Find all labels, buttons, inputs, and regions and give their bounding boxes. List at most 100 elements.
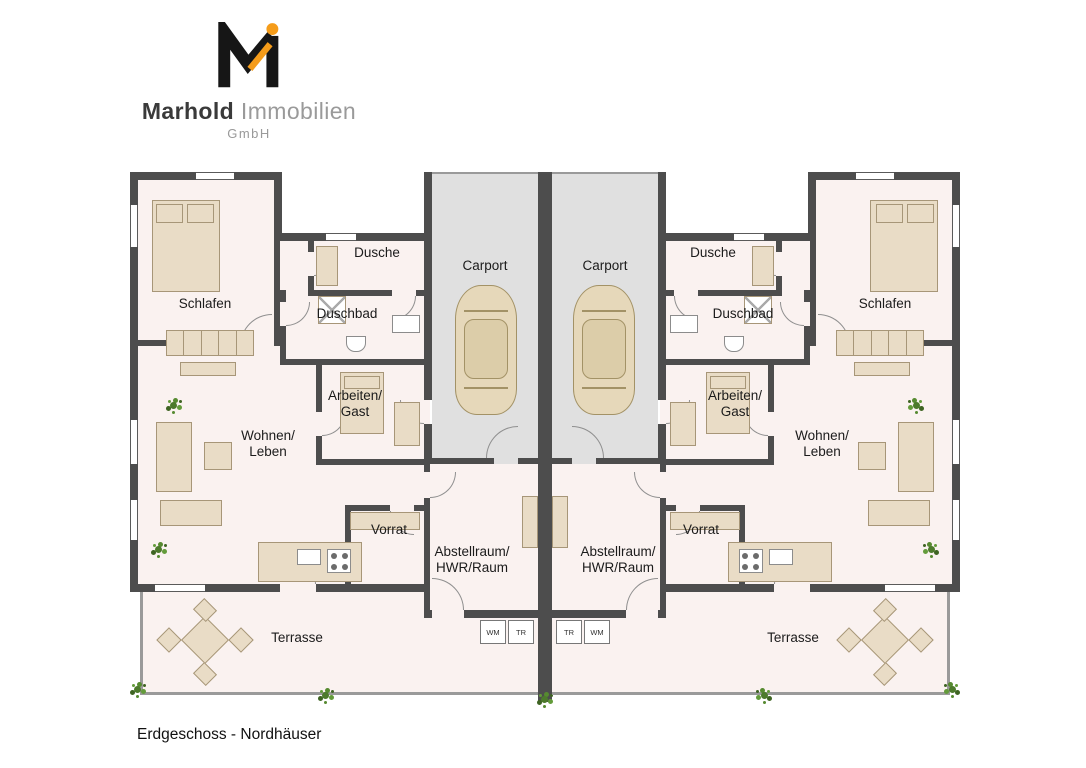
washing-machine: WM (480, 620, 506, 644)
wall (308, 276, 314, 290)
window (130, 500, 138, 540)
wall (660, 584, 774, 592)
pillow (187, 204, 214, 223)
window (952, 205, 960, 247)
window (155, 584, 205, 592)
wall (280, 290, 286, 302)
window (130, 420, 138, 464)
wall (552, 458, 572, 464)
unit-left: WM TR Schlafen Dusche Duschbad Carport A… (130, 172, 545, 700)
unit-right: WM TR Schlafen Dusche Duschbad Carport A… (545, 172, 960, 700)
stove (327, 549, 351, 573)
wall (414, 505, 424, 511)
plant-icon (761, 692, 768, 699)
window (856, 172, 894, 180)
wall (518, 458, 538, 464)
wall (658, 610, 666, 618)
wall (316, 459, 424, 465)
toilet (724, 336, 744, 352)
label-carport: Carport (462, 258, 508, 273)
label-line: HWR/Raum (581, 560, 654, 576)
carport-open-edge (432, 172, 538, 174)
wall (130, 584, 280, 592)
label-dusche: Dusche (354, 245, 400, 260)
wall (280, 326, 286, 365)
car-trunk-line (464, 387, 508, 389)
utility-cabinet (552, 496, 568, 548)
wall (316, 584, 430, 592)
label-duschbad: Duschbad (712, 306, 774, 321)
plant-icon (155, 546, 162, 553)
wall (424, 610, 432, 618)
pillow (876, 204, 903, 223)
label-line: Abstellraum/ (580, 544, 656, 559)
desk (394, 402, 420, 446)
label-line: Gast (720, 404, 750, 420)
wall (274, 241, 280, 346)
stove (739, 549, 763, 573)
label-terrasse: Terrasse (271, 630, 323, 645)
wall (424, 498, 430, 618)
sink (297, 549, 321, 565)
wall (666, 505, 676, 511)
carport-open-edge (552, 172, 658, 174)
wall (776, 276, 782, 290)
label-line: HWR/Raum (435, 560, 508, 576)
wall (424, 424, 432, 464)
terrace-border (947, 592, 950, 695)
pillow (156, 204, 183, 223)
utility-cabinet (522, 496, 538, 548)
wardrobe (166, 330, 254, 356)
label-line: Gast (340, 404, 370, 420)
wall (666, 359, 810, 365)
sofa (160, 500, 222, 526)
wall (552, 610, 626, 618)
label-arbeiten-gast: Arbeiten/ Gast (675, 388, 795, 421)
dryer: TR (556, 620, 582, 644)
washing-machine: WM (584, 620, 610, 644)
wall (810, 241, 816, 346)
wall (808, 172, 816, 241)
wall (130, 172, 138, 592)
car-trunk-line (582, 387, 626, 389)
wall (776, 241, 782, 252)
terrace-border (140, 692, 538, 695)
label-line: Abstellraum/ (434, 544, 510, 559)
label-duschbad: Duschbad (316, 306, 378, 321)
brand-bold: Marhold (141, 98, 235, 124)
window (952, 500, 960, 540)
party-wall-upper (538, 172, 552, 464)
plant-icon (541, 696, 548, 703)
label-dusche: Dusche (690, 245, 736, 260)
brand-name: Marhold Immobilien (138, 98, 360, 125)
stove-burners-icon (331, 553, 337, 559)
window (734, 233, 764, 241)
terrace-border (552, 692, 950, 695)
label-line: Wohnen/ (241, 428, 295, 443)
label-wohnen-leben: Wohnen/ Leben (762, 428, 882, 461)
kitchen-counter (728, 542, 832, 582)
window (952, 420, 960, 464)
car-hood-line (464, 310, 508, 312)
wall (660, 464, 666, 472)
wall (416, 290, 424, 296)
shower (318, 296, 346, 324)
wall (308, 290, 392, 296)
coffee-table (204, 442, 232, 470)
bath-cabinet (316, 246, 338, 286)
label-line: Leben (803, 444, 841, 460)
wall (345, 505, 390, 511)
wall (316, 436, 322, 459)
window (130, 205, 138, 247)
plant-icon (913, 402, 920, 409)
pantry-shelf (350, 512, 420, 530)
logo: Marhold Immobilien GmbH (138, 22, 360, 141)
toilet (346, 336, 366, 352)
brand-suffix: GmbH (227, 126, 271, 141)
car-cabin (582, 319, 626, 379)
window (326, 233, 356, 241)
sideboard (180, 362, 236, 376)
wall (804, 290, 810, 302)
label-wohnen-leben: Wohnen/ Leben (208, 428, 328, 461)
